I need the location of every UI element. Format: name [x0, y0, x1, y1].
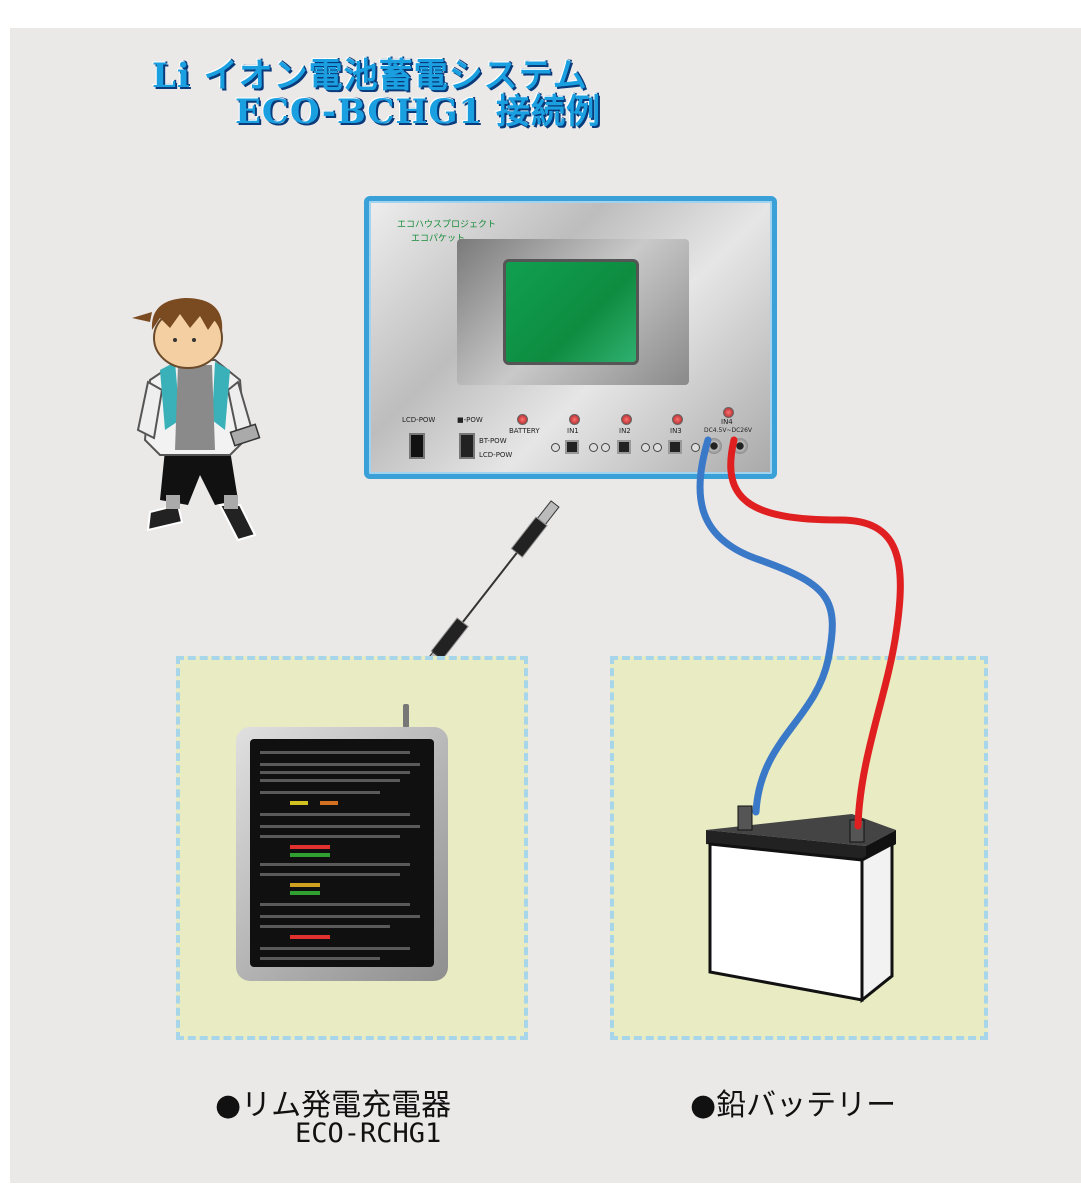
- in2-port: [617, 440, 631, 454]
- lcd-frame: [457, 239, 689, 385]
- usb-cable: [421, 500, 560, 661]
- screw: [653, 443, 662, 452]
- in4-led: [723, 407, 734, 418]
- lcd-pow-small-label: LCD-POW: [479, 451, 513, 459]
- charger-label-plate: [250, 739, 434, 967]
- diagram-title-line1: Li イオン電池蓄電システム: [152, 56, 588, 96]
- bt-pow-label: BT-POW: [479, 437, 507, 445]
- in2-label: IN2: [619, 427, 631, 435]
- in1-led: [569, 414, 580, 425]
- bt-pow-top-label: ■-POW: [457, 416, 483, 424]
- battery-led: [517, 414, 528, 425]
- lcd-pow-switch[interactable]: [409, 433, 425, 459]
- person-shirt: [175, 365, 215, 450]
- charger-model-caption: ECO-RCHG1: [295, 1118, 442, 1149]
- lcd-pow-label: LCD-POW: [402, 416, 436, 424]
- in4-range-label: DC4.5V~DC26V: [704, 427, 753, 434]
- person-hair: [151, 298, 223, 332]
- in4-label: IN4: [721, 418, 733, 426]
- rim-charger-device: [236, 727, 448, 981]
- in3-port: [668, 440, 682, 454]
- person-pants: [160, 450, 238, 505]
- diagram-title-line2: ECO-BCHG1 接続例: [235, 92, 602, 132]
- in3-label: IN3: [670, 427, 682, 435]
- charger-antenna: [403, 704, 409, 728]
- battery-caption: ●鉛バッテリー: [690, 1088, 897, 1123]
- battery-label: BATTERY: [509, 427, 540, 435]
- in3-led: [672, 414, 683, 425]
- device-brand-line1: エコハウスプロジェクト: [397, 220, 497, 230]
- screw: [601, 443, 610, 452]
- charger-caption: ●リム発電充電器: [215, 1088, 452, 1123]
- positive-cable: [727, 436, 904, 830]
- bt-pow-switch[interactable]: [459, 433, 475, 459]
- lcd-screen: [503, 259, 639, 365]
- screw: [589, 443, 598, 452]
- screw: [641, 443, 650, 452]
- screw: [691, 443, 700, 452]
- in2-led: [621, 414, 632, 425]
- screw: [551, 443, 560, 452]
- phone-icon: [229, 423, 261, 447]
- in1-port: [565, 440, 579, 454]
- device-brand-line2: エコパケット: [411, 234, 466, 244]
- eco-bchg1-unit: エコハウスプロジェクト エコパケット LCD-POW ■-POW BT-POW …: [364, 196, 777, 479]
- person-illustration: [132, 298, 261, 542]
- negative-cable: [696, 436, 836, 816]
- in1-label: IN1: [567, 427, 579, 435]
- battery-terminal-negative: [737, 805, 753, 831]
